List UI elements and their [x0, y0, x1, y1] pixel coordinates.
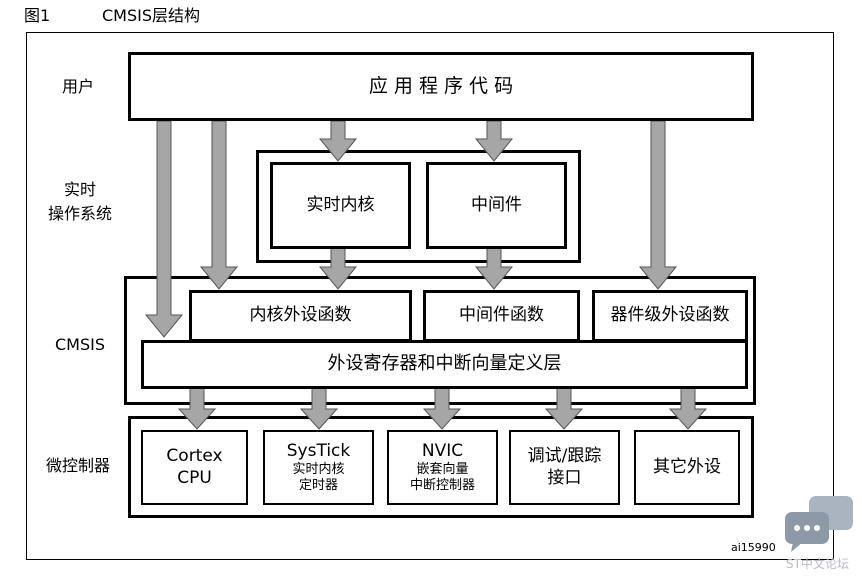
cortex-cpu-box: Cortex CPU: [141, 430, 248, 505]
figure-number: 图1: [24, 6, 51, 25]
middleware-box: 中间件: [426, 162, 567, 249]
cpu-label: CPU: [177, 467, 212, 488]
figure-ref-code: ai15990: [731, 541, 776, 554]
layer-label-rtos: 实时 操作系统: [38, 176, 122, 224]
arrow-reg-to-systick: [299, 386, 339, 430]
systick-box: SysTick 实时内核 定时器: [263, 430, 374, 505]
debug-trace-box: 调试/跟踪 接口: [509, 430, 620, 505]
middleware-func-box: 中间件函数: [423, 290, 580, 342]
layer-label-cmsis: CMSIS: [54, 335, 105, 354]
arrow-app-to-device-func: [638, 120, 678, 290]
other-periph-box: 其它外设: [634, 430, 740, 505]
nvic-desc-line2: 中断控制器: [409, 478, 475, 494]
arrow-reg-to-cortex: [177, 386, 217, 430]
rt-kernel-box: 实时内核: [270, 162, 411, 249]
app-code-box: 应 用 程 序 代 码: [128, 52, 754, 121]
periph-register-layer-box: 外设寄存器和中断向量定义层: [141, 340, 748, 389]
debug-line1: 调试/跟踪: [527, 446, 602, 467]
watermark-text: ST中文论坛: [786, 557, 849, 571]
chat-bubble-icon: [785, 496, 853, 552]
nvic-box: NVIC 嵌套向量 中断控制器: [387, 430, 498, 505]
layer-label-rtos-line2: 操作系统: [47, 204, 112, 223]
figure-title: CMSIS层结构: [102, 6, 201, 25]
systick-desc-line1: 实时内核: [292, 461, 345, 477]
arrow-reg-to-nvic: [422, 386, 462, 430]
device-periph-func-box: 器件级外设函数: [592, 290, 748, 342]
arrow-reg-to-other: [668, 386, 708, 430]
arrow-rt-kernel-to-core-func: [318, 246, 358, 290]
arrow-app-to-middleware: [474, 120, 514, 162]
layer-label-rtos-line1: 实时: [63, 180, 96, 199]
nvic-name: NVIC: [421, 440, 464, 461]
arrow-app-to-rt-kernel: [318, 120, 358, 162]
core-periph-func-box: 内核外设函数: [189, 290, 412, 342]
systick-name: SysTick: [286, 440, 351, 461]
arrow-reg-to-debug: [544, 386, 584, 430]
diagram-frame: [26, 32, 834, 560]
rtos-group: [256, 150, 581, 263]
arrow-middleware-to-mw-func: [474, 246, 514, 290]
layer-label-mcu: 微控制器: [45, 456, 110, 475]
arrow-app-to-core-func: [199, 120, 239, 290]
arrow-app-to-reg-layer: [144, 120, 184, 338]
debug-line2: 接口: [547, 467, 582, 488]
systick-desc-line2: 定时器: [298, 478, 338, 494]
layer-label-user: 用户: [61, 77, 94, 96]
nvic-desc-line1: 嵌套向量: [416, 461, 469, 477]
cortex-label: Cortex: [166, 446, 223, 467]
